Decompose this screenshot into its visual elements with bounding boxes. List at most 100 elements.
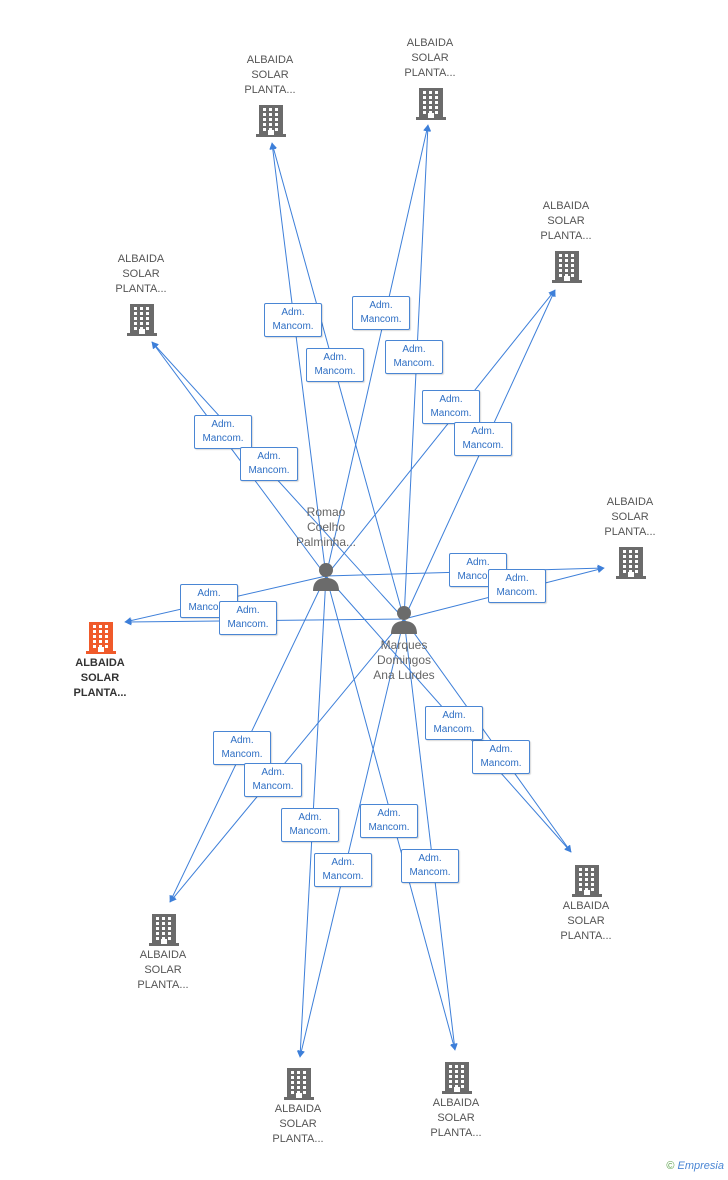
relation-role: Adm. bbox=[505, 573, 529, 584]
building-icon bbox=[149, 914, 179, 946]
company-label[interactable]: ALBAIDA SOLAR PLANTA... bbox=[430, 1097, 482, 1139]
relation-type: Mancom. bbox=[457, 571, 499, 582]
building-icon bbox=[416, 88, 446, 120]
person-node[interactable] bbox=[311, 561, 341, 596]
company-node[interactable] bbox=[440, 1060, 474, 1099]
relation-label-p2-c4[interactable]: Adm. Mancom. bbox=[240, 447, 298, 481]
person-label[interactable]: Marques Domingos Ana Lurdes bbox=[373, 638, 435, 682]
relation-role: Adm. bbox=[377, 808, 401, 819]
relation-type: Mancom. bbox=[314, 366, 356, 377]
relation-label-p1-c6[interactable]: Adm. Mancom. bbox=[472, 740, 530, 774]
relation-label-p1-c9[interactable]: Adm. Mancom. bbox=[401, 849, 459, 883]
relation-label-p1-c8[interactable]: Adm.Mancom. bbox=[281, 808, 339, 842]
relation-role: Adm. bbox=[211, 419, 235, 430]
relation-type: Mancom. bbox=[248, 465, 290, 476]
relation-type: Mancom. bbox=[480, 758, 522, 769]
building-icon bbox=[256, 105, 286, 137]
relation-role: Adm. bbox=[257, 451, 281, 462]
relation-role: Adm. bbox=[418, 853, 442, 864]
relation-type: Mancom. bbox=[289, 826, 331, 837]
company-node[interactable] bbox=[614, 545, 648, 584]
relation-role: Adm. bbox=[236, 605, 260, 616]
relation-label-p2-c7[interactable]: Adm.Mancom. bbox=[244, 763, 302, 797]
relation-type: Mancom. bbox=[462, 440, 504, 451]
company-node[interactable] bbox=[254, 103, 288, 142]
relation-role: Adm. bbox=[197, 588, 221, 599]
relation-label-p1-c1[interactable]: Adm. Mancom. bbox=[306, 348, 364, 382]
relation-type: Mancom. bbox=[272, 321, 314, 332]
relation-role: Adm. bbox=[442, 710, 466, 721]
company-node[interactable] bbox=[550, 249, 584, 288]
relation-label-p2-c1[interactable]: Adm. Mancom. bbox=[264, 303, 322, 337]
relation-role: Adm. bbox=[466, 557, 490, 568]
building-icon bbox=[284, 1068, 314, 1100]
relation-label-p2-c5[interactable]: Adm. Mancom. bbox=[488, 569, 546, 603]
relation-label-p2-c9[interactable]: Adm. Mancom. bbox=[360, 804, 418, 838]
relation-edge-p2-c7 bbox=[169, 618, 405, 903]
relation-type: Mancom. bbox=[496, 587, 538, 598]
relation-label-p1-c2[interactable]: Adm. Mancom. bbox=[352, 296, 410, 330]
company-node[interactable] bbox=[414, 86, 448, 125]
person-node[interactable] bbox=[389, 604, 419, 639]
company-label[interactable]: ALBAIDA SOLAR PLANTA... bbox=[540, 200, 592, 242]
company-label[interactable]: ALBAIDA SOLAR PLANTA... bbox=[560, 900, 612, 942]
relation-type: Mancom. bbox=[188, 602, 230, 613]
relation-role: Adm. bbox=[439, 394, 463, 405]
building-icon bbox=[616, 547, 646, 579]
relation-label-p1-c3[interactable]: Adm.Mancom. bbox=[422, 390, 480, 424]
brand-footer[interactable]: ©Empresia bbox=[666, 1160, 724, 1172]
building-icon bbox=[552, 251, 582, 283]
company-label[interactable]: ALBAIDA SOLAR PLANTA... bbox=[244, 54, 296, 96]
building-icon bbox=[442, 1062, 472, 1094]
relation-type: Mancom. bbox=[360, 314, 402, 325]
relation-role: Adm. bbox=[331, 857, 355, 868]
relation-edge-p1-c1 bbox=[269, 142, 327, 577]
relation-role: Adm. bbox=[230, 735, 254, 746]
relation-edge-p1-c3 bbox=[325, 289, 556, 577]
relation-label-p2-c8[interactable]: Adm. Mancom. bbox=[314, 853, 372, 887]
relation-type: Mancom. bbox=[368, 822, 410, 833]
relation-role: Adm. bbox=[471, 426, 495, 437]
company-node[interactable] bbox=[147, 912, 181, 951]
focus-company-node[interactable] bbox=[84, 620, 118, 659]
relation-label-p2-c3[interactable]: Adm. Mancom. bbox=[454, 422, 512, 456]
company-node[interactable] bbox=[282, 1066, 316, 1105]
company-label[interactable]: ALBAIDA SOLAR PLANTA... bbox=[115, 253, 167, 295]
company-label[interactable]: ALBAIDA SOLAR PLANTA... bbox=[272, 1103, 324, 1145]
company-node[interactable] bbox=[125, 302, 159, 341]
relation-label-p2-c2[interactable]: Adm. Mancom. bbox=[385, 340, 443, 374]
relation-role: Adm. bbox=[281, 307, 305, 318]
company-label[interactable]: ALBAIDA SOLAR PLANTA... bbox=[73, 657, 127, 699]
relation-edge-p1-c4 bbox=[151, 341, 327, 577]
relation-role: Adm. bbox=[369, 300, 393, 311]
relation-edge-p2-c9 bbox=[403, 618, 458, 1051]
company-label[interactable]: ALBAIDA SOLAR PLANTA... bbox=[404, 37, 456, 79]
person-icon bbox=[313, 563, 339, 591]
person-icon bbox=[391, 606, 417, 634]
relation-type: Mancom. bbox=[252, 781, 294, 792]
relation-type: Mancom. bbox=[322, 871, 364, 882]
relation-type: Mancom. bbox=[221, 749, 263, 760]
building-icon bbox=[86, 622, 116, 654]
relation-type: Mancom. bbox=[409, 867, 451, 878]
copyright-icon: © bbox=[666, 1160, 675, 1172]
relation-label-p2-c6[interactable]: Adm.Mancom. bbox=[425, 706, 483, 740]
relation-label-p2-c0[interactable]: Adm. Mancom. bbox=[219, 601, 277, 635]
brand-name: Empresia bbox=[677, 1160, 724, 1172]
relation-label-p1-c7[interactable]: Adm. Mancom. bbox=[213, 731, 271, 765]
company-label[interactable]: ALBAIDA SOLAR PLANTA... bbox=[604, 496, 656, 538]
relation-role: Adm. bbox=[323, 352, 347, 363]
company-node[interactable] bbox=[570, 863, 604, 902]
relation-type: Mancom. bbox=[393, 358, 435, 369]
relation-edge-p2-c8 bbox=[298, 618, 405, 1058]
person-label[interactable]: Romao Coelho Palminha... bbox=[295, 505, 357, 549]
building-icon bbox=[572, 865, 602, 897]
relation-edge-p2-c6 bbox=[403, 618, 572, 853]
relation-type: Mancom. bbox=[227, 619, 269, 630]
relation-role: Adm. bbox=[402, 344, 426, 355]
building-icon bbox=[127, 304, 157, 336]
relation-role: Adm. bbox=[489, 744, 513, 755]
company-label[interactable]: ALBAIDA SOLAR PLANTA... bbox=[137, 949, 189, 991]
relation-label-p1-c4[interactable]: Adm.Mancom. bbox=[194, 415, 252, 449]
